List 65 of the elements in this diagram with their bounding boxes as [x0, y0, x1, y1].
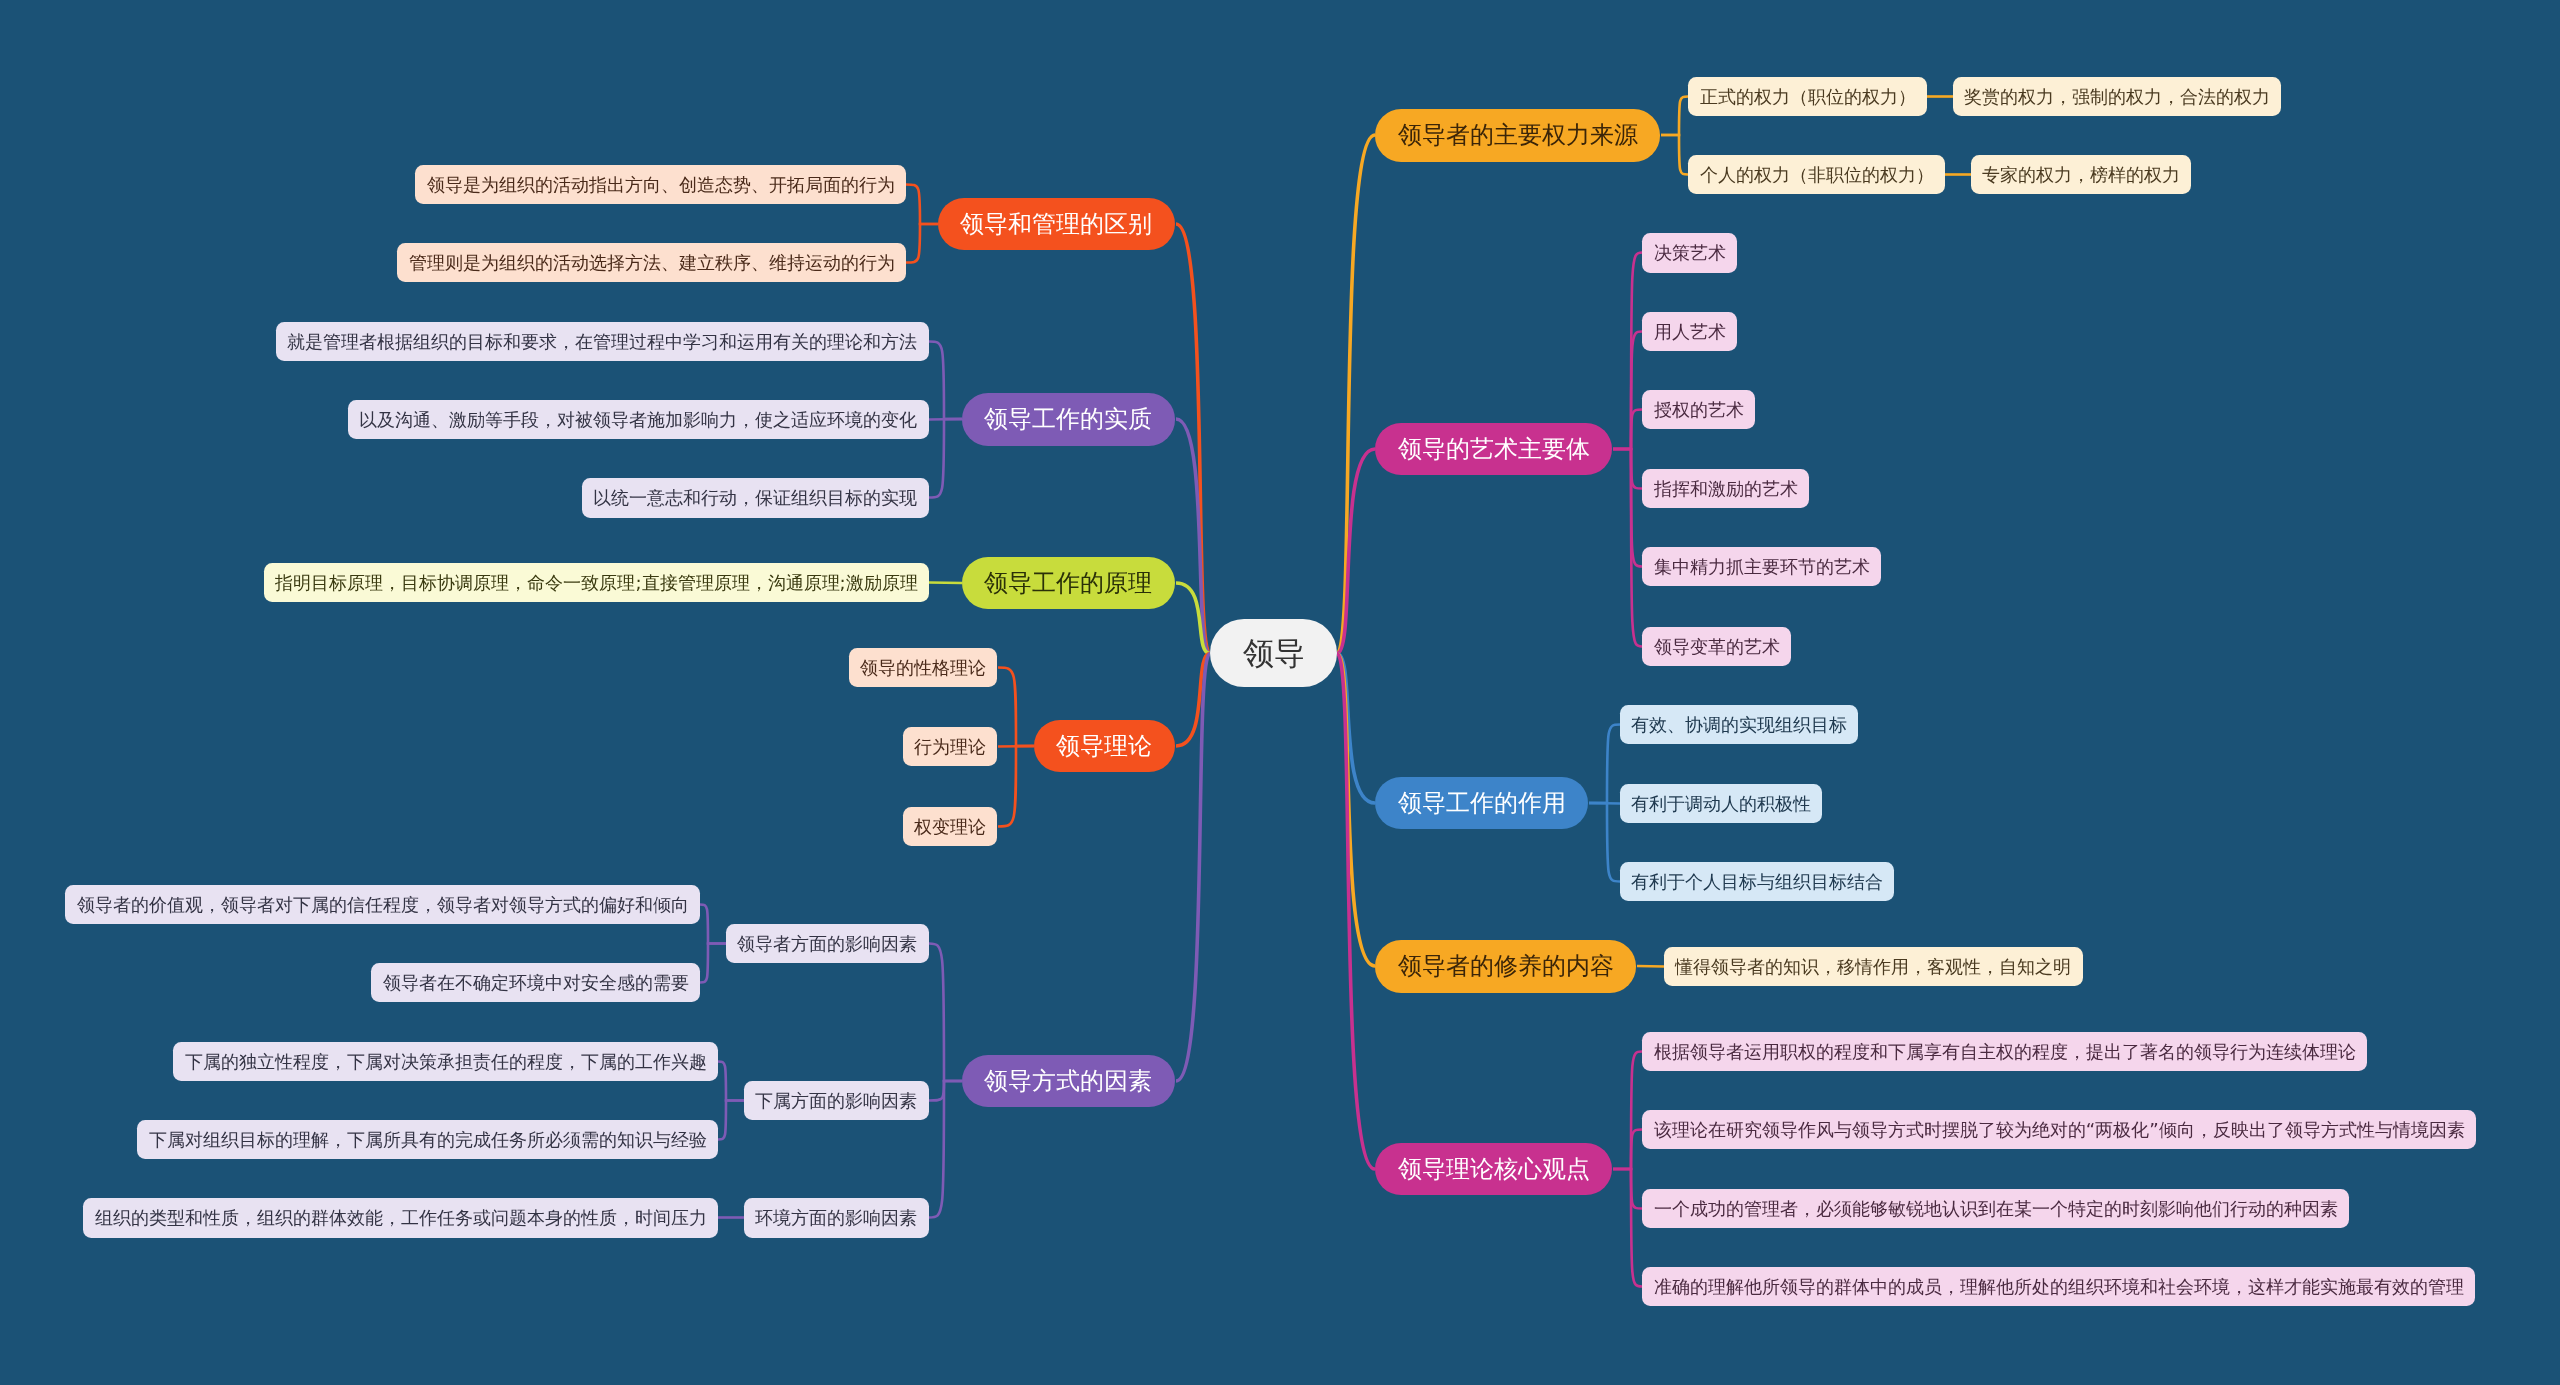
subtopic: 下属对组织目标的理解，下属所具有的完成任务所必须需的知识与经验 [137, 1120, 719, 1160]
subtopic: 有利于个人目标与组织目标结合 [1619, 862, 1895, 902]
connector [1335, 652, 1377, 1171]
subtopic: 领导者在不确定环境中对安全感的需要 [371, 963, 701, 1003]
connector [1613, 1167, 1643, 1288]
subtopic: 有效、协调的实现组织目标 [1619, 705, 1859, 745]
connector [1613, 447, 1643, 648]
subtopic: 就是管理者根据组织的目标和要求，在管理过程中学习和运用有关的理论和方法 [275, 321, 929, 361]
connector [699, 942, 726, 984]
subtopic: 授权的艺术 [1642, 390, 1756, 430]
subtopic: 以及沟通、激励等手段，对被领导者施加影响力，使之适应环境的变化 [347, 400, 929, 440]
subtopic: 指挥和激励的艺术 [1642, 468, 1810, 508]
subtopic: 环境方面的影响因素 [743, 1198, 929, 1238]
subtopic: 管理则是为组织的活动选择方法、建立秩序、维持运动的行为 [397, 243, 906, 283]
branch-topic: 领导理论 [1033, 720, 1176, 773]
subtopic: 根据领导者运用职权的程度和下属享有自主权的程度，提出了著名的领导行为连续体理论 [1642, 1031, 2368, 1071]
connector [1175, 581, 1211, 656]
central-topic: 领导 [1209, 618, 1338, 688]
connector [1174, 652, 1212, 1083]
subtopic: 权变理论 [902, 806, 998, 846]
subtopic: 懂得领导者的知识，移情作用，客观性，自知之明 [1663, 946, 2083, 987]
subtopic: 下属的独立性程度，下属对决策承担责任的程度，下属的工作兴趣 [173, 1041, 719, 1081]
subtopic: 下属方面的影响因素 [743, 1080, 929, 1120]
connector [1589, 801, 1621, 883]
branch-topic: 领导工作的作用 [1374, 777, 1589, 830]
subtopic: 有利于调动人的积极性 [1619, 783, 1823, 823]
subtopic: 该理论在研究领导作风与领导方式时摆脱了较为绝对的“两极化”倾向，反映出了领导方式性与情境因素 [1642, 1110, 2477, 1150]
connector [928, 1079, 962, 1219]
subtopic: 领导是为组织的活动指出方向、创造态势、开拓局面的行为 [415, 164, 906, 205]
subtopic: 领导变革的艺术 [1642, 626, 1792, 667]
branch-topic: 领导者的主要权力来源 [1374, 109, 1661, 162]
subtopic: 领导者方面的影响因素 [725, 924, 929, 964]
subtopic: 专家的权力，榜样的权力 [1970, 155, 2192, 195]
connector [1175, 651, 1211, 748]
subtopic: 奖赏的权力，强制的权力，合法的权力 [1952, 76, 2282, 116]
subtopic: 行为理论 [902, 726, 998, 766]
branch-topic: 领导工作的实质 [961, 393, 1176, 446]
connector [717, 1099, 744, 1141]
connector [906, 222, 938, 264]
connector [1927, 95, 1953, 98]
branch-topic: 领导的艺术主要体 [1374, 422, 1613, 476]
subtopic: 正式的权力（职位的权力） [1688, 76, 1927, 116]
connector [718, 1216, 744, 1219]
subtopic: 用人艺术 [1642, 311, 1738, 351]
branch-topic: 领导者的修养的内容 [1374, 940, 1637, 993]
subtopic: 个人的权力（非职位的权力） [1688, 155, 1945, 195]
connector [1945, 173, 1971, 176]
connector [1636, 964, 1665, 968]
subtopic: 指明目标原理，目标协调原理，命令一致原理;直接管理原理，沟通原理;激励原理 [263, 563, 930, 603]
connector [998, 744, 1034, 828]
subtopic: 组织的类型和性质，组织的群体效能，工作任务或问题本身的性质，时间压力 [83, 1198, 719, 1238]
branch-topic: 领导工作的原理 [961, 556, 1176, 609]
connector [929, 417, 962, 499]
connector [929, 581, 962, 585]
subtopic: 以统一意志和行动，保证组织目标的实现 [581, 478, 929, 518]
subtopic: 领导者的价值观，领导者对下属的信任程度，领导者对领导方式的偏好和倾向 [65, 884, 701, 925]
subtopic: 准确的理解他所领导的群体中的成员，理解他所处的组织环境和社会环境，这样才能实施最有效的管理 [1642, 1266, 2476, 1307]
subtopic: 集中精力抓主要环节的艺术 [1642, 546, 1882, 587]
subtopic: 决策艺术 [1642, 233, 1738, 273]
branch-topic: 领导和管理的区别 [937, 197, 1176, 250]
branch-topic: 领导方式的因素 [961, 1054, 1176, 1107]
connector [1661, 133, 1689, 176]
subtopic: 一个成功的管理者，必须能够敏锐地认识到在某一个特定的时刻影响他们行动的种因素 [1642, 1188, 2350, 1228]
branch-topic: 领导理论核心观点 [1374, 1142, 1613, 1196]
subtopic: 领导的性格理论 [848, 648, 998, 688]
